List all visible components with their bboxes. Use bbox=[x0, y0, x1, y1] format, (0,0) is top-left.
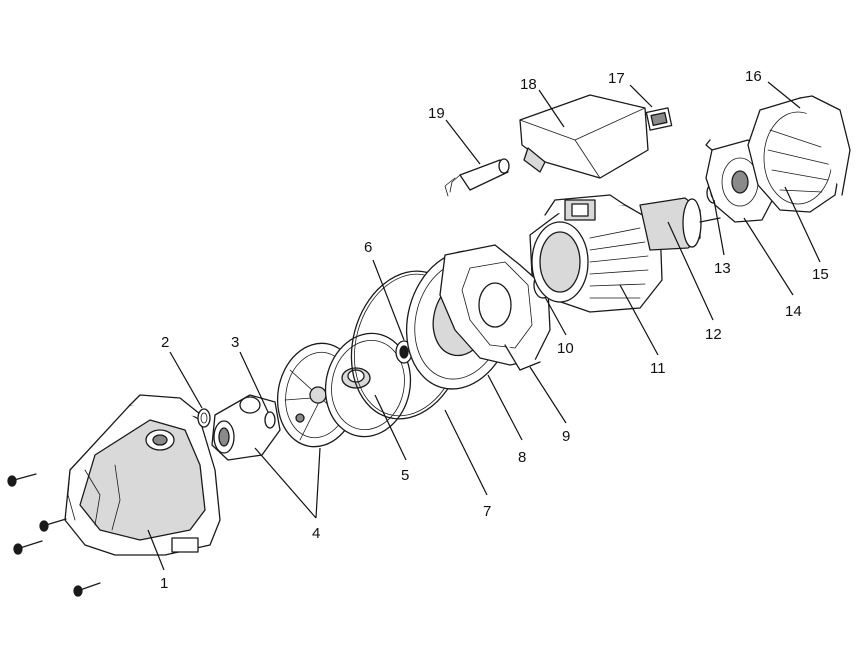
callout-2: 2 bbox=[161, 334, 169, 351]
callout-16: 16 bbox=[745, 68, 762, 85]
screw-4 bbox=[73, 582, 101, 597]
callout-13: 13 bbox=[714, 260, 731, 277]
callout-17: 17 bbox=[608, 70, 625, 87]
leader-lines bbox=[147, 81, 821, 571]
screw-2 bbox=[39, 518, 67, 532]
part-motor-bracket bbox=[439, 244, 551, 371]
callout-12: 12 bbox=[705, 326, 722, 343]
callout-15: 15 bbox=[812, 266, 829, 283]
part-capacitor bbox=[444, 158, 510, 197]
callout-19: 19 bbox=[428, 105, 445, 122]
part-o-ring-small bbox=[197, 408, 211, 428]
part-pump-body bbox=[64, 394, 221, 556]
part-screw-set bbox=[7, 473, 101, 597]
part-venturi-nozzle bbox=[211, 394, 281, 461]
callout-7: 7 bbox=[483, 503, 491, 520]
part-rotor-shaft bbox=[639, 197, 721, 251]
callout-6: 6 bbox=[364, 239, 372, 256]
callout-5: 5 bbox=[401, 467, 409, 484]
callout-4: 4 bbox=[312, 525, 320, 542]
callout-8: 8 bbox=[518, 449, 526, 466]
part-fan-cover bbox=[747, 95, 851, 213]
callout-14: 14 bbox=[785, 303, 802, 320]
part-terminal-box bbox=[519, 94, 649, 179]
callout-labels: 1 2 3 4 5 6 7 8 9 10 11 12 13 14 15 16 1… bbox=[160, 68, 829, 592]
callout-18: 18 bbox=[520, 76, 537, 93]
callout-10: 10 bbox=[557, 340, 574, 357]
callout-11: 11 bbox=[650, 360, 666, 377]
screw-1 bbox=[7, 473, 37, 487]
part-motor-housing bbox=[529, 194, 663, 313]
callout-1: 1 bbox=[160, 575, 168, 592]
part-switch bbox=[645, 107, 673, 131]
callout-9: 9 bbox=[562, 428, 570, 445]
part-impeller bbox=[324, 332, 412, 438]
screw-3 bbox=[13, 540, 43, 555]
callout-3: 3 bbox=[231, 334, 239, 351]
